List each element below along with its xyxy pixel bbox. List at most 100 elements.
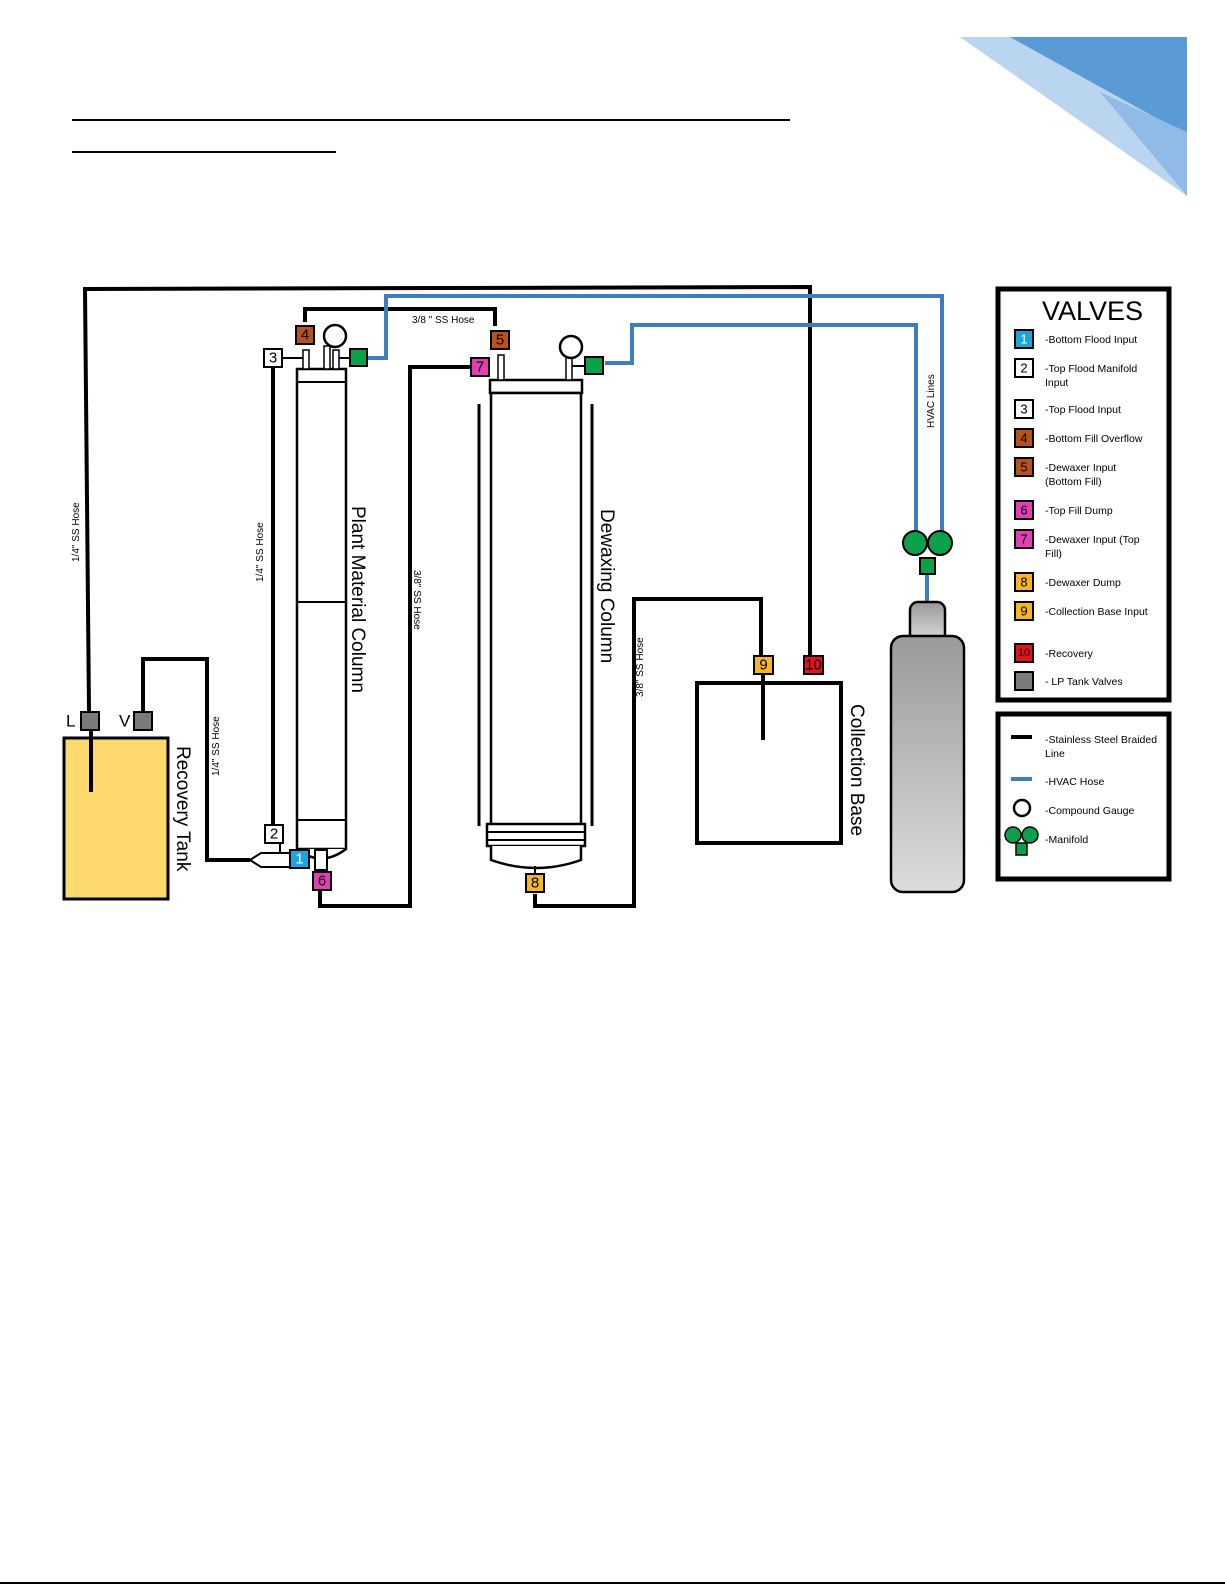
valve-8[interactable]: 8 xyxy=(525,873,545,893)
legend-valve-label: - LP Tank Valves xyxy=(1045,676,1123,688)
collection-base xyxy=(695,681,843,845)
plant-column-label: Plant Material Column xyxy=(347,506,368,693)
valves-legend: VALVES 1-Bottom Flood Input 2 -Top Flood M… xyxy=(995,286,1172,703)
legend-valve-label: -Top Flood Manifold xyxy=(1045,363,1137,375)
svg-text:L: L xyxy=(66,712,75,731)
svg-text:1: 1 xyxy=(295,851,303,868)
compound-gauge-icon xyxy=(322,323,348,349)
corner-triangle-mid xyxy=(1100,92,1187,196)
dewaxing-column xyxy=(477,334,594,875)
svg-text:3: 3 xyxy=(269,350,277,367)
legend-valve-number: 9 xyxy=(1020,604,1027,619)
compound-gauge-icon xyxy=(558,334,584,360)
line-quarter-tank xyxy=(141,657,250,862)
legend-valve-label: -Dewaxer Input xyxy=(1045,462,1116,474)
legend-valve-label: Fill) xyxy=(1045,548,1062,560)
legend-valve-label: (Bottom Fill) xyxy=(1045,476,1102,488)
legend-valve-item: 3 -Top Flood Input xyxy=(1014,399,1121,419)
legend-valve-item: 5 -Dewaxer Input (Bottom Fill) xyxy=(1014,457,1116,488)
svg-text:2: 2 xyxy=(270,826,278,843)
legend-valve-swatch xyxy=(1014,643,1034,663)
lp-cylinder xyxy=(889,600,966,894)
hose-label-38-mid: 3/8" SS Hose xyxy=(411,570,422,630)
legend-valve-number: 3 xyxy=(1020,402,1027,417)
legend-valve-number: 4 xyxy=(1020,431,1027,446)
recovery-tank xyxy=(62,736,170,901)
legend-valve-label: -Top Fill Dump xyxy=(1045,505,1113,517)
valve-5[interactable]: 5 xyxy=(490,330,510,350)
svg-text:7: 7 xyxy=(476,359,484,376)
valve-3[interactable]: 3 xyxy=(263,348,283,368)
manifold-icon xyxy=(1004,826,1039,856)
svg-text:10: 10 xyxy=(805,657,822,674)
svg-text:8: 8 xyxy=(531,875,539,892)
hvac-lines-label: HVAC Lines xyxy=(926,374,937,428)
legend-valve-item: - LP Tank Valves xyxy=(1014,671,1123,691)
valve-10[interactable]: 10 xyxy=(803,655,824,675)
legend-valve-label: Input xyxy=(1045,377,1068,389)
svg-text:9: 9 xyxy=(759,657,767,674)
valve-9[interactable]: 9 xyxy=(753,655,774,675)
lp-valve-liquid[interactable]: L xyxy=(66,711,100,731)
collection-base-label: Collection Base xyxy=(846,704,867,836)
legend-valve-swatch xyxy=(1014,601,1034,621)
legend-valve-number: 10 xyxy=(1018,647,1030,659)
line-38-right xyxy=(533,597,763,908)
valve-6[interactable]: 6 xyxy=(312,871,332,891)
legend-valve-swatch xyxy=(1014,572,1034,592)
legend-valve-number: 2 xyxy=(1020,361,1027,376)
line-38-top xyxy=(303,307,497,326)
hose-label-left: 1/4" SS Hose xyxy=(71,502,82,562)
legend-line-label: -HVAC Hose xyxy=(1045,776,1104,788)
hose-label-38-top: 3/8 " SS Hose xyxy=(412,315,475,326)
legend-valve-label: -Recovery xyxy=(1045,648,1094,660)
connector-valve-plant[interactable] xyxy=(349,348,368,367)
legend-line-label: -Stainless Steel Braided xyxy=(1045,734,1157,746)
legend-valve-swatch xyxy=(1014,358,1034,378)
legend-valve-swatch xyxy=(1014,399,1034,419)
legend-title: VALVES xyxy=(1042,296,1143,326)
svg-text:4: 4 xyxy=(301,327,309,344)
plant-material-column xyxy=(248,323,350,871)
legend-valve-label: -Bottom Flood Input xyxy=(1045,334,1137,346)
legend-valve-label: -Collection Base Input xyxy=(1045,606,1148,618)
hvac-lines xyxy=(367,294,944,604)
compound-gauge-icon xyxy=(1012,798,1032,818)
legend-valve-swatch xyxy=(1014,529,1034,549)
legend-line-label: Line xyxy=(1045,748,1065,760)
svg-text:6: 6 xyxy=(318,873,326,890)
legend-line-label: -Compound Gauge xyxy=(1045,805,1134,817)
hose-label-mid: 1/4" SS Hose xyxy=(255,522,266,582)
hvac-line-plant xyxy=(367,294,944,535)
legend-valve-number: 6 xyxy=(1020,503,1027,518)
legend-line-label: -Manifold xyxy=(1045,834,1088,846)
valve-7[interactable]: 7 xyxy=(470,357,490,377)
legend-valve-label: -Dewaxer Dump xyxy=(1045,577,1121,589)
legend-valve-swatch xyxy=(1014,428,1034,448)
svg-text:5: 5 xyxy=(496,332,504,349)
hvac-line-dewaxer xyxy=(605,323,918,535)
legend-valve-item: 6 -Top Fill Dump xyxy=(1014,500,1113,520)
line-38-mid xyxy=(318,365,471,908)
valve-1[interactable]: 1 xyxy=(289,849,310,869)
connector-valve-dewaxer[interactable] xyxy=(584,356,604,375)
legend-valve-number: 8 xyxy=(1020,575,1027,590)
hose-label-tank: 1/4" SS Hose xyxy=(211,716,222,776)
valve-2[interactable]: 2 xyxy=(264,824,284,844)
legend-valve-swatch xyxy=(1014,457,1034,477)
legend-valve-number: 5 xyxy=(1020,460,1027,475)
legend-valve-swatch xyxy=(1014,500,1034,520)
legend-valve-item: 10 -Recovery xyxy=(1014,643,1094,663)
lp-valve-vapor[interactable]: V xyxy=(119,711,153,731)
legend-valve-label: -Top Flood Input xyxy=(1045,404,1121,416)
legend-valve-item: 1-Bottom Flood Input xyxy=(1014,329,1137,349)
valve-4[interactable]: 4 xyxy=(295,325,315,345)
line-recovery-loop xyxy=(82,284,812,713)
manifold-icon xyxy=(902,530,953,575)
legend-valve-item: 4-Bottom Fill Overflow xyxy=(1014,428,1143,448)
